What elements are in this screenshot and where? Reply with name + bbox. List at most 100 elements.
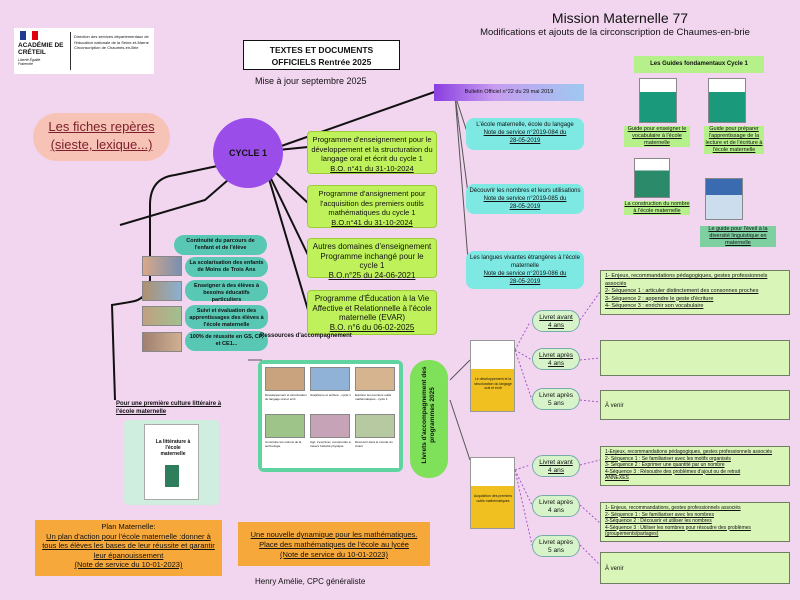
detail-maths-apres-4-ans[interactable]: 1- Enjeux, recommandations, gestes profe… [600,502,790,542]
note-line: Note de service n°2019-085 du [483,196,567,202]
photo-besoins [142,281,182,301]
detail-langage-apres-4-ans [600,340,790,376]
program-line: l'acquisition des premiers outils [320,198,424,208]
detail-maths-apres-5-ans: À venir [600,552,790,584]
bulletin-label: Bulletin Officiel n°22 du 29 mai 2019 [464,89,554,95]
logo-divider [70,32,71,70]
ressource-caption-6: Découvrir dans le monde du vivant [355,440,393,448]
academie-label: ACADÉMIE DE CRÉTEIL [18,42,64,56]
ressource-caption-5: Agir, s'exprimer, comprendre à travers l… [310,440,351,448]
guide-diversite-link[interactable]: Le guide pour l'éveil à la diversité lin… [700,226,776,247]
program-line: B.O.n°41 du 31-10-2024 [331,217,413,227]
livrets-vertical-banner: Livrets d'accompagnement des programmes … [410,360,448,478]
text-line: Livret avant [539,314,573,321]
detail-langage-avant-4-ans[interactable]: 1- Enjeux, recommandations pédagogiques,… [600,270,790,315]
program-line: maternelle (EVAR) [338,313,406,322]
program-maths-box[interactable]: Programme d'ansignement pour l'acquisiti… [307,185,437,228]
program-line: développement et la structuration du [311,144,433,154]
text-line: 1- Enjeux, recommandations pédagogiques,… [605,273,768,287]
text-line: (Note de service du 10-01-2023) [280,550,388,559]
litteraire-title[interactable]: Pour une première culture littéraire à l… [116,401,222,415]
litteraire-book-title: La littérature à l'école maternelle [155,439,191,457]
photo-tps [142,256,182,276]
ressource-thumb-5 [310,414,350,438]
pill-besoins-particuliers[interactable]: Enseigner à des élèves à besoins éducati… [185,280,268,303]
plan-maternelle-box[interactable]: Plan Maternelle: Un plan d'action pour l… [35,520,222,576]
program-evar-box[interactable]: Programme d'Éducation à la Vie Affective… [307,290,437,335]
cycle-1-label: CYCLE 1 [228,148,267,158]
litteraire-book-cover[interactable]: La littérature à l'école maternelle [124,420,219,505]
text-line: 4 ans [548,360,564,367]
page-title: Mission Maternelle 77 [551,10,689,26]
guide-vocabulaire-cover[interactable] [639,78,677,123]
note-ecole-langage-box[interactable]: L'école maternelle, école du langage Not… [466,118,584,150]
update-note: Mise à jour septembre 2025 [255,76,367,86]
ressource-caption-4: Construire les notions de la technologie [265,440,302,448]
program-line: Affective et Relationnelle à l'école [312,303,432,313]
ressources-title: Ressources d'accompagnement [260,333,352,339]
pill-continuite[interactable]: Continuité du parcours de l'enfant et de… [174,235,267,255]
page-subtitle: Modifications et ajouts de la circonscri… [480,27,750,38]
text-line: 3-Séquence 2 : Découvrir et utiliser les… [605,518,712,524]
guide-nombre-link[interactable]: La construction du nombre à l'école mate… [624,201,690,215]
book-illustration [165,465,179,487]
note-line: Les langues vivantes étrangères à l'écol… [470,255,580,261]
pill-reussite[interactable]: 100% de réussite en GS, CP, et CE1... [185,331,268,351]
fiches-line1: Les fiches repères [48,119,155,134]
text-line: 2- Séquence 1 : articuler distinctement … [605,288,759,294]
text-line: 1- Enjeux, recommandations, gestes profe… [605,505,741,511]
guide-diversite-cover[interactable] [705,178,743,220]
text-line: 4-Séquence 3 : Utiliser les nombres pour… [605,524,751,538]
pill-moins-trois-ans[interactable]: La scolarisation des enfants de Moins de… [185,257,268,277]
note-line: 28-05-2019 [509,204,541,210]
text-line: 4-Séquence 3 : Résoudre des problèmes d'… [605,468,741,475]
program-line: Programme inchangé pour le cycle 1 [320,251,424,271]
guide-lecture-link[interactable]: Guide pour préparer l'apprentissage de l… [704,126,764,154]
livret-maths-cover[interactable]: Acquisition des premiers outils mathémat… [470,457,515,529]
guide-vocabulaire-link[interactable]: Guide pour enseigner le vocabulaire à l'… [624,126,690,147]
photo-reussite [142,332,182,352]
text-line: Livret après [539,352,573,359]
note-line: 28-05-2019 [509,279,541,285]
program-line: mathématiques du cycle 1 [328,208,416,217]
text-line: 3- Séquence 2 : appendre le geste d'écri… [605,295,714,302]
note-nombres-box[interactable]: Découvrir les nombres et leurs utilisati… [466,184,584,214]
pill-suivi-evaluation[interactable]: Suivi et évaluation des apprentissages d… [185,305,268,329]
detail-maths-avant-4-ans[interactable]: 1-Enjeux, recommandations pédagogiques, … [600,446,790,486]
livret-langage-cover[interactable]: Le développement et la structuration du … [470,340,515,412]
text-line: 3- Séquence 2 : Exprimer une quantité pa… [605,462,725,468]
photo-evaluation [142,306,182,326]
ressource-caption-1: Développement et structuration du langag… [265,393,307,401]
text-line: Livret après [539,499,573,506]
guides-title: Les Guides fondamentaux Cycle 1 [634,56,764,73]
guide-lecture-cover[interactable] [708,78,746,123]
ressource-thumb-2 [310,367,350,391]
plan-maths-box[interactable]: Une nouvelle dynamique pour les mathémat… [238,522,430,566]
note-line: maternelle [510,263,539,269]
marianne-flag-icon [20,31,38,40]
note-langues-box[interactable]: Les langues vivantes étrangères à l'écol… [466,251,584,289]
program-line: Programme d'Éducation à la Vie [314,294,430,303]
program-line: B.O. n°6 du 06-02-2025 [329,322,415,332]
bulletin-officiel-bar[interactable]: Bulletin Officiel n°22 du 29 mai 2019 [434,84,584,101]
fiches-reperes-link[interactable]: Les fiches repères (sieste, lexique...) [33,113,170,161]
text-line: tous les élèves les bases de leur réussi… [42,541,215,550]
program-line: B.O.n°25 du 24-06-2021 [328,270,416,280]
ressources-panel[interactable]: Développement et structuration du langag… [258,360,403,472]
livrets-vertical-label: Livrets d'accompagnement des programmes … [421,366,436,464]
text-line: 1-Enjeux, recommandations pédagogiques, … [605,449,773,455]
program-autres-domaines-box[interactable]: Autres domaines d'enseignement Programme… [307,238,437,280]
program-langage-box[interactable]: Programme d'enseignement pour le dévelop… [307,131,437,174]
fiches-line2: (sieste, lexique...) [50,137,153,152]
ressource-thumb-4 [265,414,305,438]
program-line: Autres domaines d'enseignement [312,242,432,251]
note-line: Note de service n°2019-084 du [483,130,567,136]
guide-nombre-cover[interactable] [634,158,670,198]
text-line: ANNEXES [605,475,629,481]
